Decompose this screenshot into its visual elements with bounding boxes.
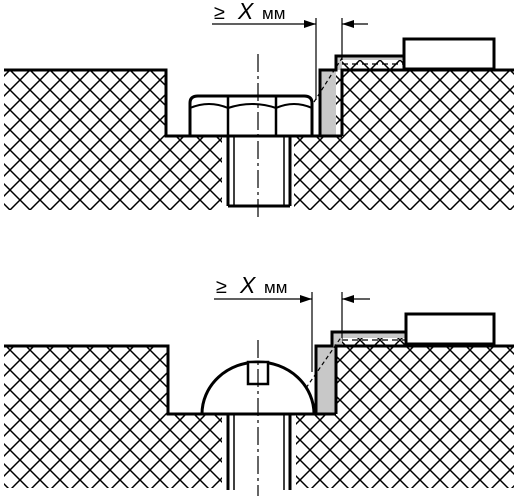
bottom-unit-label: мм	[264, 278, 287, 297]
bottom-ground-outline	[4, 330, 408, 416]
bottom-gap-fill	[316, 332, 408, 414]
hex-bolt-shank	[226, 136, 292, 208]
bottom-x-variable: X	[239, 272, 257, 298]
top-gap-fill	[320, 56, 408, 136]
top-ground-outline	[4, 54, 408, 138]
bottom-dimension: ≥ X мм	[214, 272, 370, 372]
top-clearance-diagonal	[313, 57, 343, 103]
top-component-box	[402, 37, 496, 71]
bottom-view-round-head-screw: ≥ X мм	[4, 272, 514, 496]
round-screw-shank	[226, 414, 292, 490]
bottom-clearance-diagonal	[305, 335, 343, 389]
bottom-shank-hole	[222, 414, 296, 496]
bottom-ge-symbol: ≥	[216, 276, 227, 298]
top-ge-symbol: ≥	[214, 2, 225, 24]
top-unit-label: мм	[262, 4, 285, 23]
top-view-hex-bolt: ≥ X мм	[4, 0, 514, 220]
bottom-ground-outline-right	[334, 344, 514, 414]
top-dimension: ≥ X мм	[212, 0, 368, 100]
bottom-component-box	[404, 312, 496, 346]
top-x-variable: X	[237, 0, 255, 24]
hex-bolt-head	[188, 94, 314, 138]
